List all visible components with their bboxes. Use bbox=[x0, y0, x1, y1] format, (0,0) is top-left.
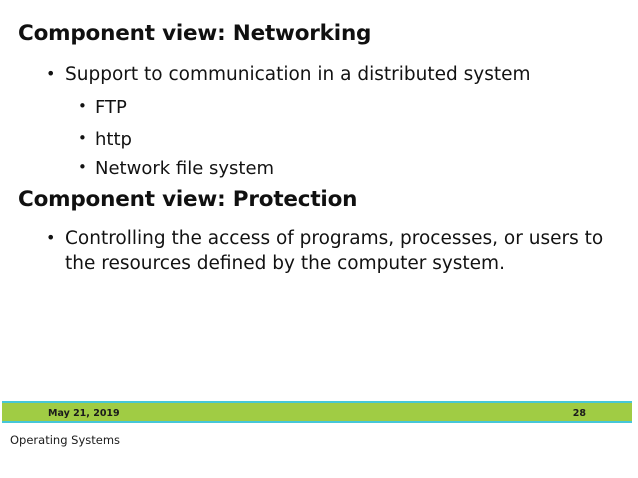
section-heading-networking: Component view: Networking bbox=[18, 21, 372, 46]
bullet-item-network-file-system: • Network file system bbox=[78, 157, 618, 181]
bullet-dot-icon: • bbox=[46, 228, 56, 247]
bullet-dot-icon: • bbox=[78, 158, 87, 176]
bullet-label-network-file-system: Network file system bbox=[95, 158, 275, 179]
slide-footer-bar: May 21, 2019 28 bbox=[2, 401, 632, 423]
bullet-label-support: Support to communication in a distribute… bbox=[65, 64, 531, 85]
section-heading-protection: Component view: Protection bbox=[18, 187, 358, 212]
bullet-label-http: http bbox=[95, 129, 132, 150]
footer-course-subtitle: Operating Systems bbox=[10, 433, 121, 447]
bullet-item-ftp: • FTP bbox=[78, 96, 618, 120]
bullet-dot-icon: • bbox=[78, 129, 87, 147]
bullet-label-ftp: FTP bbox=[95, 97, 127, 118]
bullet-item-support: • Support to communication in a distribu… bbox=[46, 63, 630, 88]
footer-date: May 21, 2019 bbox=[48, 408, 120, 419]
footer-page-number: 28 bbox=[572, 408, 586, 419]
bullet-dot-icon: • bbox=[46, 64, 56, 83]
bullet-dot-icon: • bbox=[78, 97, 87, 115]
bullet-item-http: • http bbox=[78, 128, 618, 152]
bullet-item-controlling-access: • Controlling the access of programs, pr… bbox=[46, 227, 630, 277]
bullet-label-controlling-access: Controlling the access of programs, proc… bbox=[65, 228, 604, 274]
